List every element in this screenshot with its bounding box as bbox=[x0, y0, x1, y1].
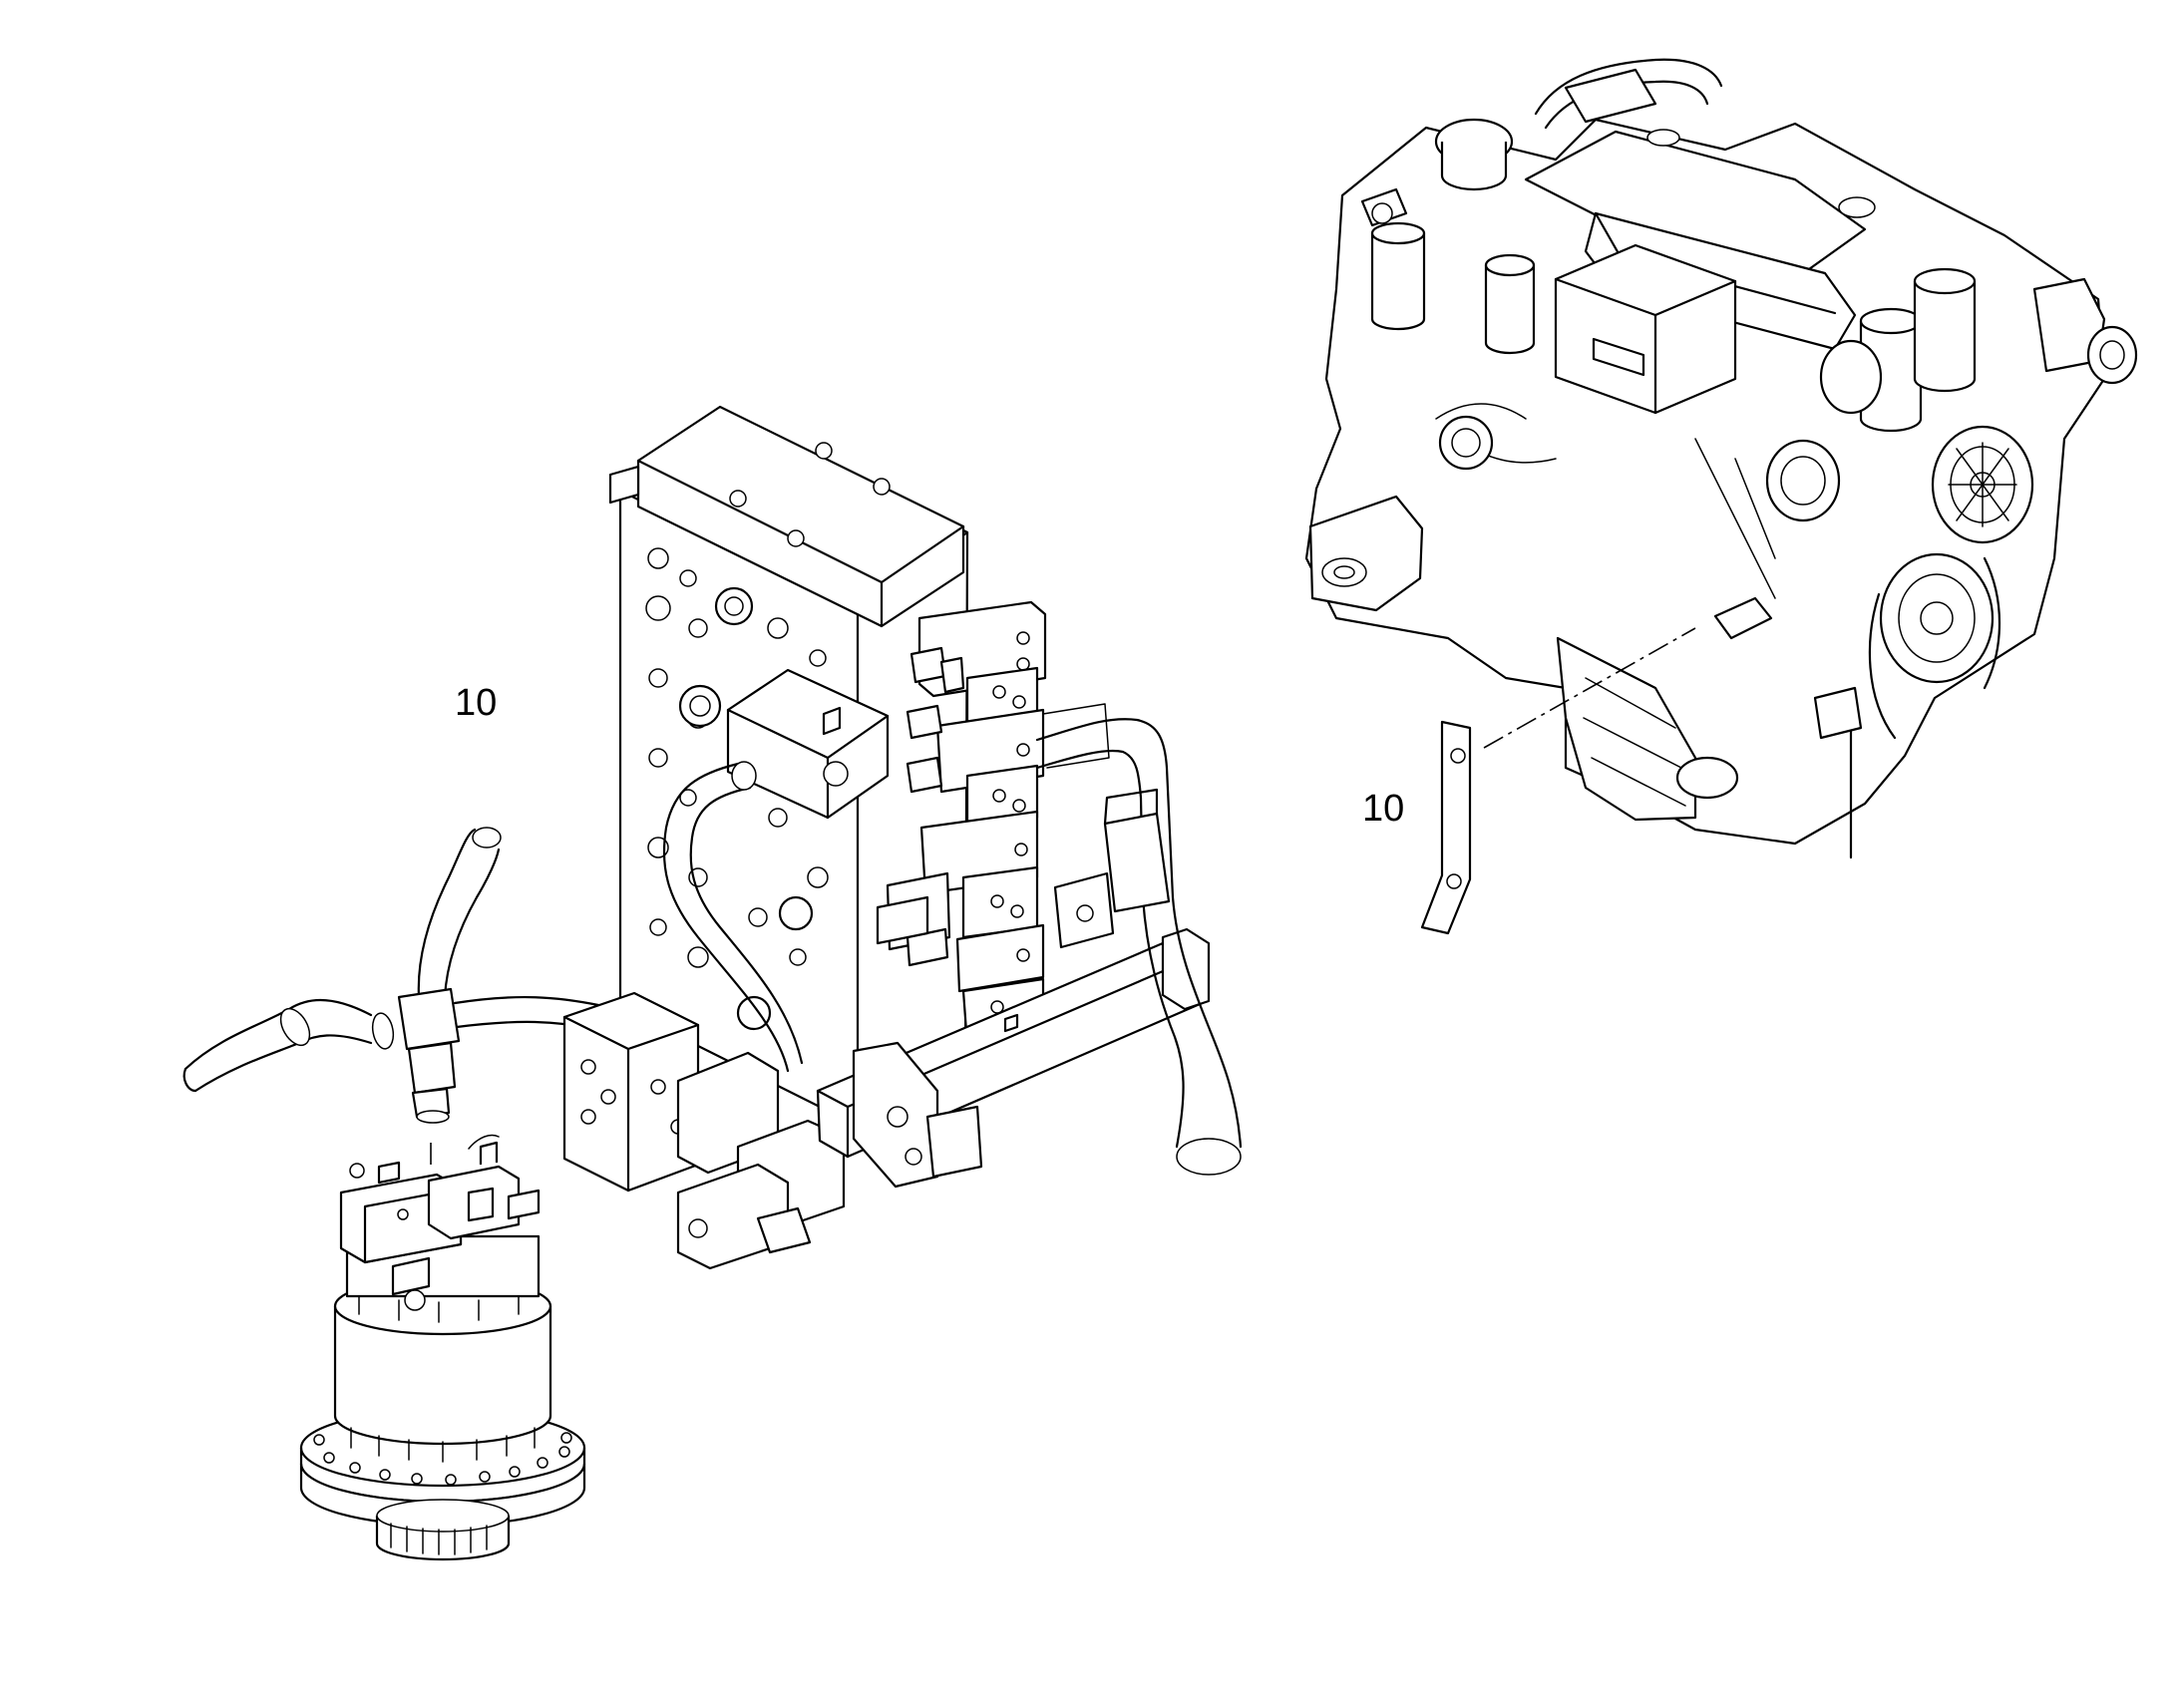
callout-number-valve-group: 10 bbox=[455, 682, 498, 724]
callout-number-engine-bracket: 10 bbox=[1362, 788, 1405, 830]
engine-bracket-drawing bbox=[1420, 720, 1472, 935]
swing-motor-drawing bbox=[299, 1134, 586, 1561]
engine-drawing bbox=[1304, 58, 2138, 859]
control-valve-drawing bbox=[562, 405, 1243, 1270]
bracket-assembly-line bbox=[1483, 627, 1696, 749]
